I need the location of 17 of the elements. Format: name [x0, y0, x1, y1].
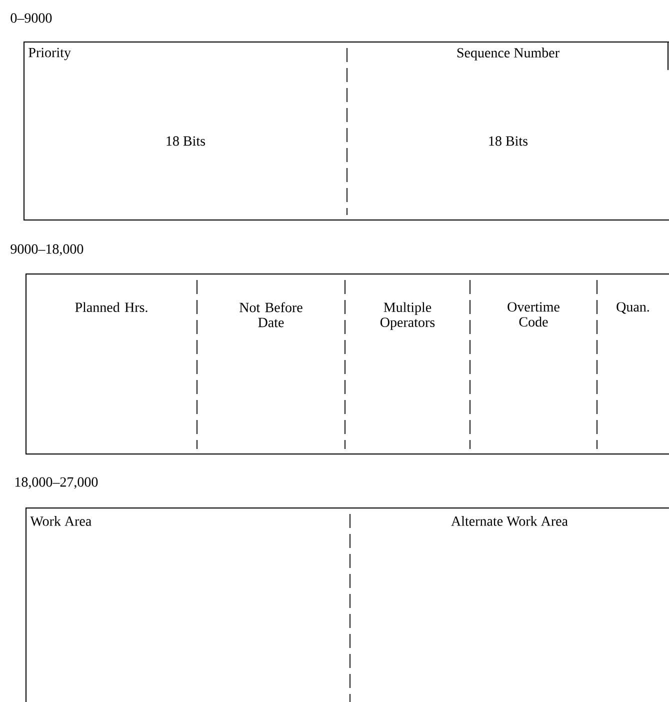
word-layout-box [26, 508, 669, 702]
field-name: Planned Hrs. [75, 302, 148, 312]
field-name: Overtime Code [508, 302, 560, 327]
field-name: Alternate Work Area [451, 516, 568, 526]
address-range: 9000–18,000 [10, 244, 84, 256]
bit-count: 18 Bits [166, 136, 206, 146]
field-name: Not Before Date [240, 302, 302, 328]
word-layout-box [24, 42, 669, 220]
word-layout-box [26, 274, 669, 454]
field-name: Multiple Operators [380, 302, 435, 330]
field-name: Sequence Number [457, 48, 560, 60]
address-range: 0–9000 [10, 13, 52, 23]
field-name: Priority [28, 48, 71, 60]
bit-count: 18 Bits [489, 136, 528, 146]
address-range: 18,000–27,000 [15, 477, 98, 489]
field-name: Quan. [616, 302, 649, 314]
field-name: Work Area [30, 516, 92, 526]
